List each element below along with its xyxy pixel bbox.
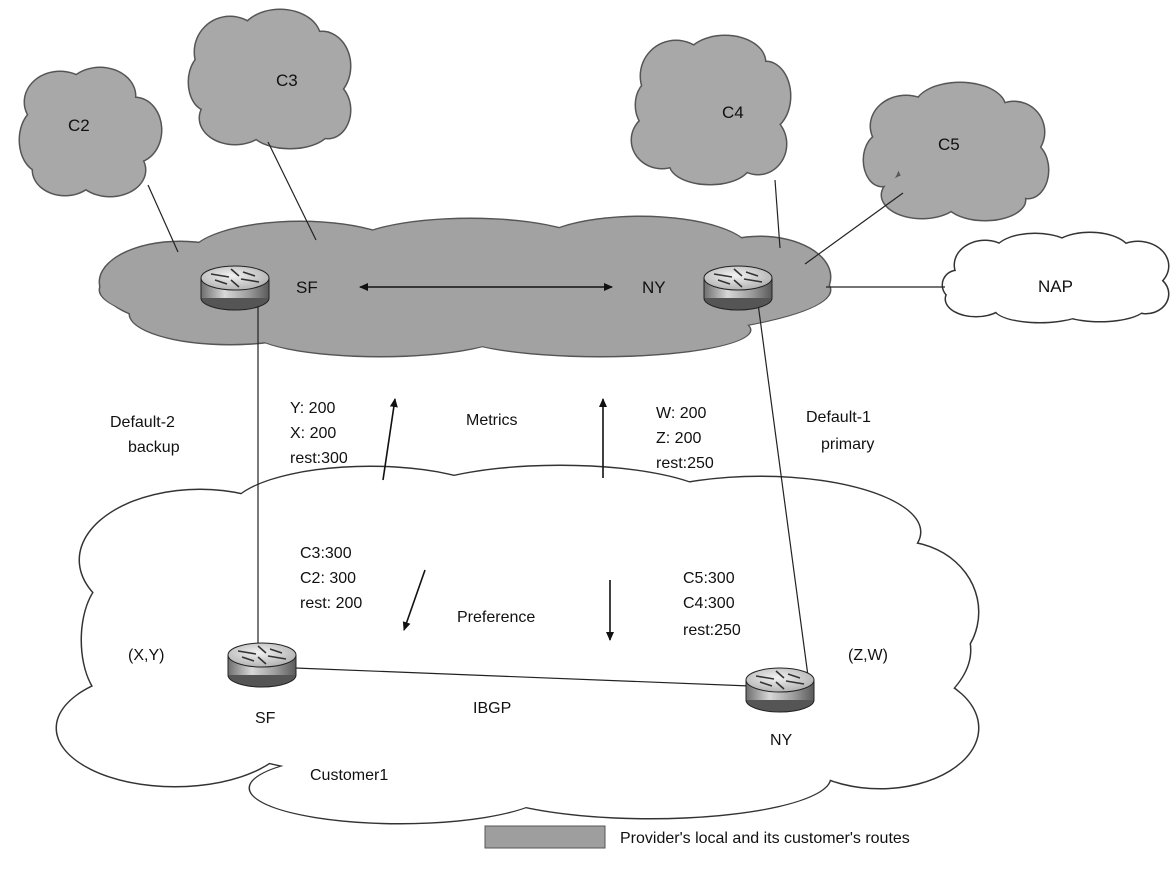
cloud-c4 [630, 34, 792, 186]
customer-cloud-lobe [822, 542, 978, 682]
legend-swatch [484, 825, 606, 849]
router-arrow-mark [241, 656, 255, 662]
link-c4-provider [774, 179, 781, 249]
router-arrow-mark [733, 279, 743, 288]
router-arrow-mark [214, 279, 228, 285]
preference-right-2: C4:300 [683, 595, 735, 612]
customer-cloud-lobe [470, 738, 830, 818]
customer-name: Customer1 [310, 767, 388, 784]
cloud-nap-label: NAP [1038, 277, 1073, 296]
router-arrow-mark [210, 273, 230, 278]
router-arrow-mark [733, 268, 743, 277]
metric-left-1: Y: 200 [290, 400, 335, 417]
cloud-c2-lobe [40, 90, 140, 180]
cloud-c5-lobe [895, 105, 1025, 205]
cloud-c2 [18, 66, 163, 198]
preference-arrow-left [402, 569, 426, 631]
router-arrow-mark [759, 681, 773, 687]
provider-cloud-lobe [130, 284, 330, 344]
metric-left-3: rest:300 [290, 450, 348, 467]
link-c3-provider [267, 141, 317, 241]
preference-left-1: C3:300 [300, 545, 352, 562]
router-arrow-mark [242, 271, 256, 277]
preference-label: Preference [457, 609, 535, 626]
router-top [703, 265, 773, 291]
preference-left-2: C2: 300 [300, 570, 356, 587]
router-top [200, 265, 270, 291]
customer-cloud [55, 464, 980, 825]
primary-label: primary [821, 436, 874, 453]
metrics-label: Metrics [466, 412, 518, 429]
router-icon-customer-ny [745, 667, 815, 713]
provider-cloud-lobe [350, 219, 590, 275]
cloud-nap [941, 231, 1170, 324]
ibgp-label: IBGP [473, 700, 511, 717]
preference-left-3: rest: 200 [300, 595, 362, 612]
backup-label: backup [128, 439, 180, 456]
router-arrow-mark [230, 279, 240, 288]
customer-ny-prefixes: (Z,W) [848, 647, 888, 664]
router-arrow-mark [713, 273, 733, 278]
customer-cloud-lobe [782, 668, 978, 788]
default-2-label: Default-2 [110, 414, 175, 431]
router-arrow-mark [267, 655, 287, 660]
router-arrow-mark [237, 650, 257, 655]
metric-right-3: rest:250 [656, 455, 714, 472]
link-ny-default-1 [756, 295, 809, 677]
customer-cloud-lobe [82, 580, 142, 700]
router-icon-customer-sf [227, 642, 297, 688]
metric-right-1: W: 200 [656, 405, 707, 422]
customer-ny-label: NY [770, 732, 793, 749]
provider-cloud-lobe [450, 304, 750, 356]
preference-right-1: C5:300 [683, 570, 735, 587]
cloud-c5-label: C5 [938, 135, 960, 154]
cloud-c3 [187, 8, 352, 150]
router-top [745, 667, 815, 693]
router-icon-provider-sf [200, 265, 270, 311]
cloud-nap-lobe [943, 271, 971, 299]
provider-sf-label: SF [296, 278, 318, 297]
customer-sf-label: SF [255, 710, 276, 727]
router-arrow-mark [257, 645, 267, 654]
link-ibgp [294, 667, 751, 687]
link-c5-provider [804, 192, 904, 265]
cloud-c5-lobe [864, 134, 900, 186]
cloud-c3-lobe [210, 34, 330, 130]
link-c2-provider [147, 184, 179, 253]
router-arrow-mark [743, 278, 763, 283]
provider-ny-label: NY [642, 278, 666, 297]
cloud-c5 [862, 81, 1050, 222]
router-arrow-mark [745, 271, 759, 277]
legend-label: Provider's local and its customer's rout… [620, 830, 910, 847]
router-top [227, 642, 297, 668]
router-arrow-mark [269, 648, 283, 654]
customer-cloud-lobe [250, 753, 550, 823]
router-arrow-mark [787, 673, 801, 679]
metric-right-2: Z: 200 [656, 430, 701, 447]
preference-right-3: rest:250 [683, 622, 741, 639]
cloud-c4-lobe [660, 60, 770, 160]
router-arrow-mark [257, 656, 267, 665]
metrics-arrow-left [382, 398, 398, 481]
cloud-c2-label: C2 [68, 116, 90, 135]
default-1-label: Default-1 [806, 409, 871, 426]
metric-left-2: X: 200 [290, 425, 336, 442]
router-arrow-mark [717, 279, 731, 285]
router-arrow-mark [785, 680, 805, 685]
router-icon-provider-ny [703, 265, 773, 311]
router-arrow-mark [755, 675, 775, 680]
router-arrow-mark [240, 278, 260, 283]
router-arrow-mark [230, 268, 240, 277]
cloud-c4-lobe [636, 81, 668, 129]
customer-cloud-lobe [600, 477, 920, 587]
router-arrow-mark [775, 681, 785, 690]
customer-sf-prefixes: (X,Y) [128, 647, 164, 664]
cloud-c3-label: C3 [276, 71, 298, 90]
cloud-c4-label: C4 [722, 103, 744, 122]
router-arrow-mark [775, 670, 785, 679]
cloud-nap-lobe [972, 252, 1148, 312]
